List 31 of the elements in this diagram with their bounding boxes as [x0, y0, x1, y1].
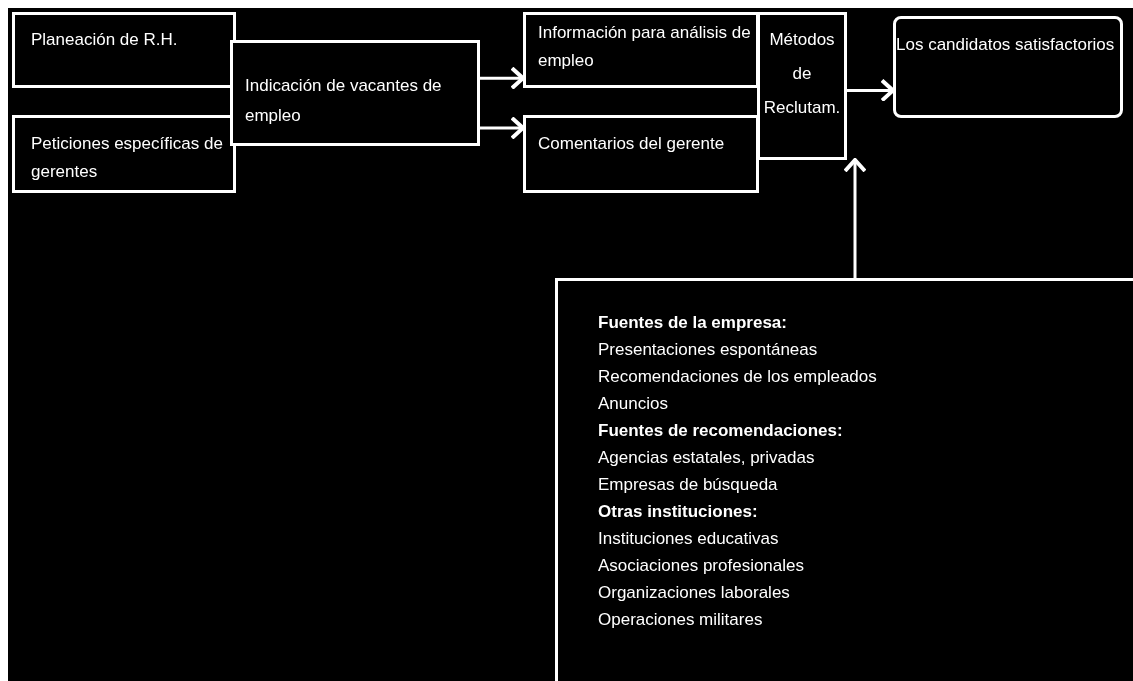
- process-box: [230, 40, 480, 146]
- list-item: Organizaciones laborales: [598, 582, 790, 604]
- arrow: [480, 116, 525, 140]
- section-heading: Fuentes de la empresa:: [598, 312, 787, 334]
- arrow: [847, 78, 895, 103]
- process-box: [757, 12, 847, 160]
- box-label: Comentarios del gerente: [538, 133, 725, 155]
- box-label: Peticiones específicas de gerentes: [31, 133, 224, 183]
- process-box: [12, 115, 236, 193]
- process-box: [12, 12, 236, 88]
- section-heading: Otras instituciones:: [598, 501, 758, 523]
- section-heading: Fuentes de recomendaciones:: [598, 420, 843, 442]
- arrow: [480, 66, 525, 91]
- list-item: Empresas de búsqueda: [598, 474, 778, 496]
- list-item: Presentaciones espontáneas: [598, 339, 818, 361]
- process-box: [523, 12, 759, 88]
- list-item: Operaciones militares: [598, 609, 763, 631]
- box-label: Los candidatos satisfactorios: [896, 34, 1115, 56]
- list-item: Agencias estatales, privadas: [598, 447, 815, 469]
- box-label: Información para análisis de empleo: [538, 22, 752, 72]
- arrow: [843, 158, 867, 278]
- box-label: Métodos de Reclutam.: [762, 29, 842, 119]
- box-label: Planeación de R.H.: [31, 29, 178, 51]
- list-item: Recomendaciones de los empleados: [598, 366, 877, 388]
- list-item: Anuncios: [598, 393, 668, 415]
- sources-panel: [555, 278, 1133, 681]
- list-item: Instituciones educativas: [598, 528, 779, 550]
- box-label: Indicación de vacantes de empleo: [245, 75, 443, 127]
- process-box: [893, 16, 1123, 118]
- process-box: [523, 115, 759, 193]
- list-item: Asociaciones profesionales: [598, 555, 804, 577]
